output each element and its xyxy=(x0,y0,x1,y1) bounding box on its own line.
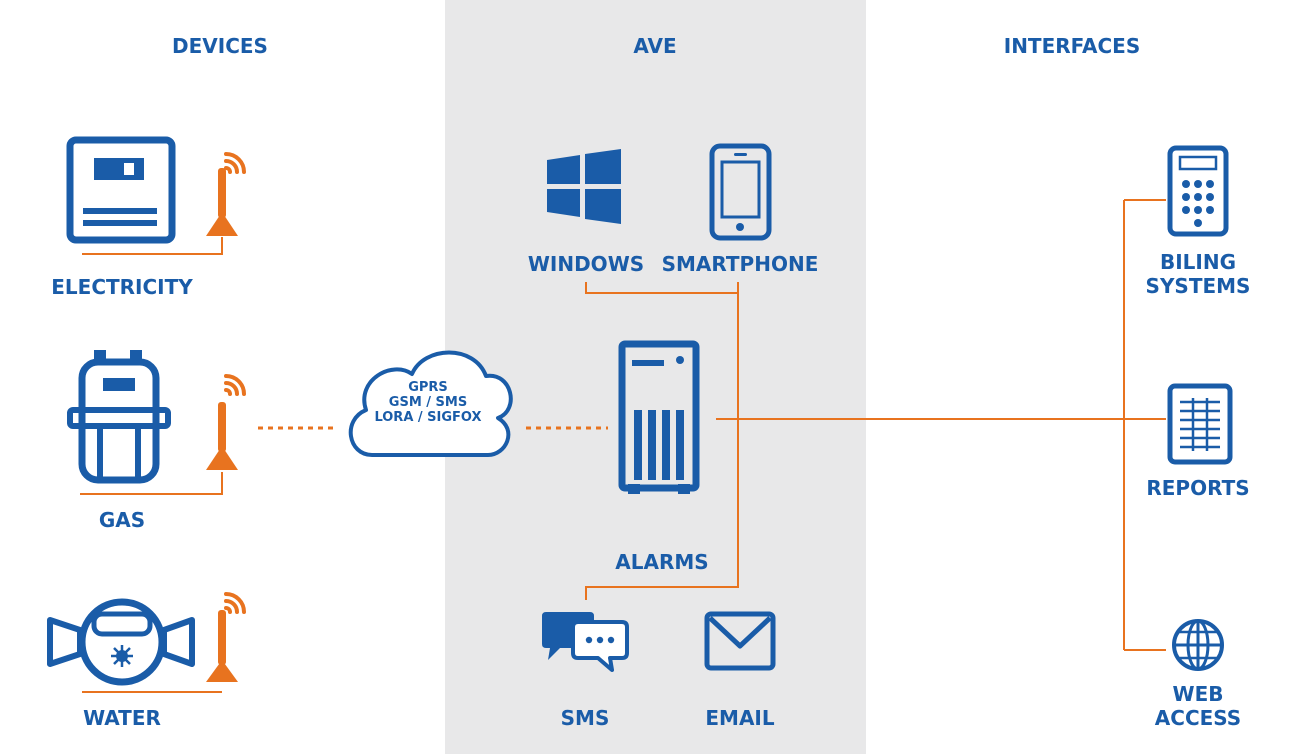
web-globe-icon xyxy=(1172,619,1224,671)
antenna-icon-gas xyxy=(206,374,246,470)
email-label: EMAIL xyxy=(705,706,775,730)
connector-lines xyxy=(80,199,1166,693)
smartphone-label: SMARTPHONE xyxy=(661,252,819,276)
water-label: WATER xyxy=(83,706,161,730)
billing-systems-label: BILING SYSTEMS xyxy=(1128,250,1268,298)
network-label-gprs: GPRS xyxy=(408,380,448,395)
network-label: GPRS GSM / SMS LORA / SIGFOX xyxy=(350,380,506,425)
windows-logo-icon xyxy=(547,149,621,224)
reports-document-icon xyxy=(1167,383,1233,465)
smartphone-icon xyxy=(709,143,772,241)
email-envelope-icon xyxy=(704,611,776,671)
gas-link xyxy=(80,472,223,495)
gas-label: GAS xyxy=(98,508,146,532)
antenna-icon-water xyxy=(206,592,246,682)
network-label-lora-sigfox: LORA / SIGFOX xyxy=(374,410,482,425)
billing-label-line1: BILING xyxy=(1159,250,1237,274)
billing-calculator-icon xyxy=(1167,145,1229,237)
apps-link xyxy=(585,282,739,294)
water-meter-icon xyxy=(47,598,195,686)
reports-label: REPORTS xyxy=(1146,476,1250,500)
alarms-label: ALARMS xyxy=(615,550,709,574)
web-access-label: WEB ACCESS xyxy=(1128,682,1268,730)
server-icon xyxy=(618,340,700,494)
ave-background-band xyxy=(445,0,866,754)
ave-header: AVE xyxy=(633,34,677,58)
network-label-gsm-sms: GSM / SMS xyxy=(388,395,468,410)
web-label-line2: ACCESS xyxy=(1154,706,1242,730)
sms-label: SMS xyxy=(560,706,610,730)
gas-meter-icon xyxy=(67,350,171,484)
electricity-link xyxy=(82,237,223,255)
billing-label-line2: SYSTEMS xyxy=(1145,274,1251,298)
web-label-line1: WEB xyxy=(1172,682,1224,706)
cloud-icon xyxy=(348,350,513,457)
sms-chat-icon xyxy=(542,612,629,672)
devices-header: DEVICES xyxy=(172,34,268,58)
interfaces-header: INTERFACES xyxy=(1003,34,1141,58)
antenna-icon-electricity xyxy=(206,152,246,236)
electricity-meter-icon xyxy=(66,136,176,244)
ave-trunk-line xyxy=(585,293,739,600)
windows-label: WINDOWS xyxy=(527,252,645,276)
electricity-label: ELECTRICITY xyxy=(51,275,193,299)
